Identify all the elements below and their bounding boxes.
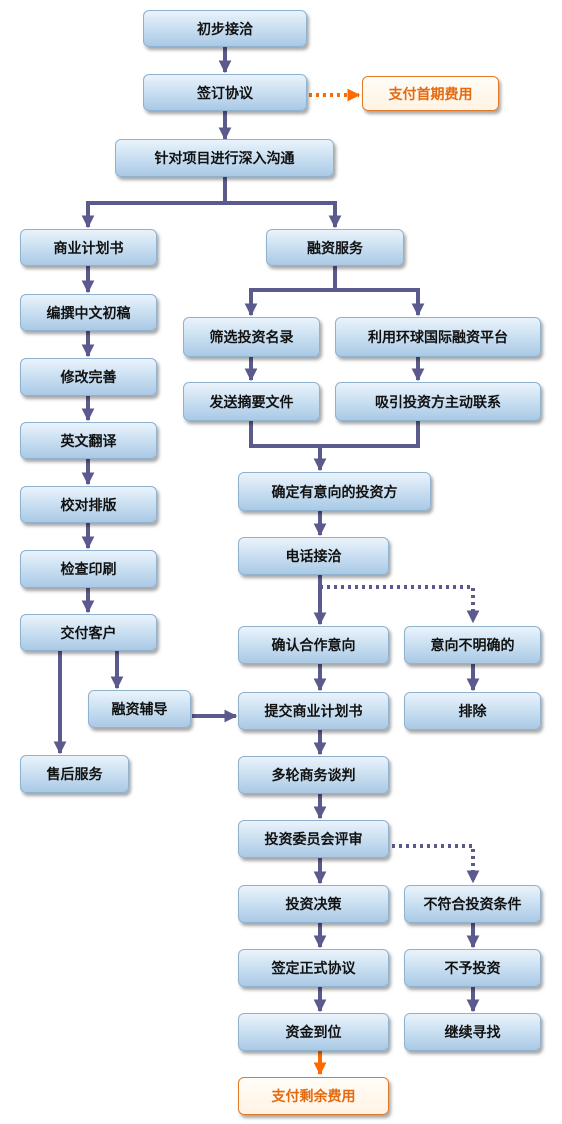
phone-contact-box: 电话接洽 <box>238 537 389 575</box>
business-plan-box: 商业计划书 <box>20 229 157 266</box>
attract-investors-box: 吸引投资方主动联系 <box>335 382 541 421</box>
screen-investor-list-box: 筛选投资名录 <box>183 317 320 357</box>
funds-in-place-box: 资金到位 <box>238 1013 389 1051</box>
committee-review-box: 投资委员会评审 <box>238 820 389 858</box>
no-investment-box: 不予投资 <box>404 949 541 987</box>
confirm-intent-box: 确认合作意向 <box>238 626 389 664</box>
english-translation-box: 英文翻译 <box>20 422 157 459</box>
dotted-arrow <box>392 844 480 884</box>
submit-plan-box: 提交商业计划书 <box>238 692 389 730</box>
financing-service-box: 融资服务 <box>266 229 404 266</box>
proofread-layout-box: 校对排版 <box>20 486 157 523</box>
after-sales-box: 售后服务 <box>20 755 129 793</box>
global-platform-box: 利用环球国际融资平台 <box>335 317 541 357</box>
dotted-arrow <box>320 585 480 624</box>
keep-searching-box: 继续寻找 <box>404 1013 541 1051</box>
pay-remaining-box: 支付剩余费用 <box>238 1077 389 1115</box>
not-qualified-box: 不符合投资条件 <box>404 885 541 923</box>
arrow <box>244 266 337 317</box>
write-chinese-draft-box: 编撰中文初稿 <box>20 294 157 331</box>
sign-formal-box: 签定正式协议 <box>238 949 389 987</box>
pay-first-fee-box: 支付首期费用 <box>362 76 499 111</box>
sign-agreement-box: 签订协议 <box>143 74 307 111</box>
negotiation-box: 多轮商务谈判 <box>238 756 389 794</box>
identify-investors-box: 确定有意向的投资方 <box>238 472 431 511</box>
check-print-box: 检查印刷 <box>20 550 157 588</box>
initial-contact-box: 初步接洽 <box>143 10 307 47</box>
investment-decision-box: 投资决策 <box>238 885 389 923</box>
arrow <box>225 201 342 229</box>
revise-box: 修改完善 <box>20 358 157 396</box>
unclear-intent-box: 意向不明确的 <box>404 626 541 664</box>
arrow <box>81 177 227 229</box>
financing-coaching-box: 融资辅导 <box>88 690 191 728</box>
arrow <box>249 421 420 448</box>
arrow <box>335 288 425 317</box>
deliver-client-box: 交付客户 <box>20 614 157 651</box>
exclude-box: 排除 <box>404 692 541 730</box>
deep-communication-box: 针对项目进行深入沟通 <box>115 139 334 177</box>
send-summary-box: 发送摘要文件 <box>183 382 320 421</box>
